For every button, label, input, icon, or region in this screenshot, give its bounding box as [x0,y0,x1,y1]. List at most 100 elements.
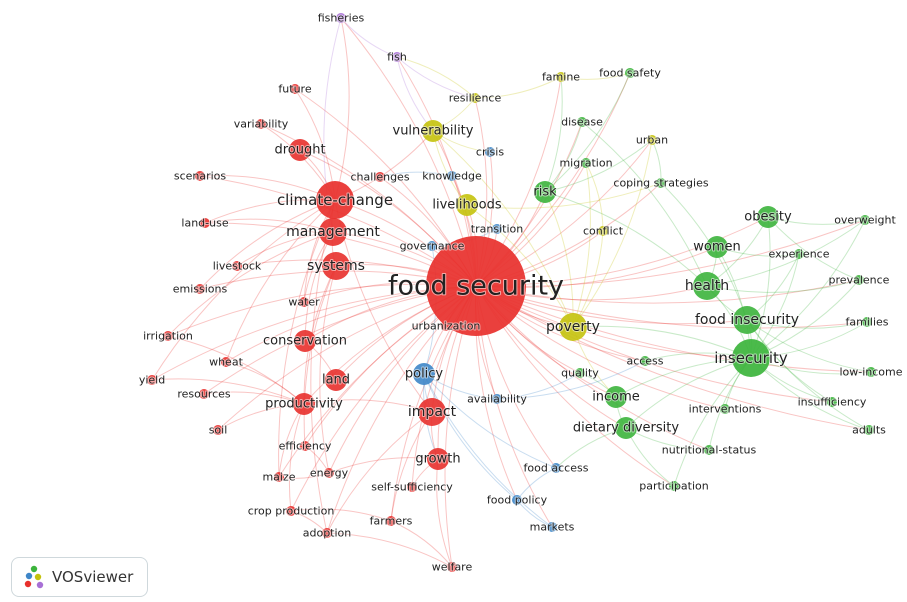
term-label-adoption[interactable]: adoption [302,526,353,541]
term-label-obesity[interactable]: obesity [743,209,793,226]
node-fisheries[interactable] [336,13,346,23]
term-label-systems[interactable]: systems [306,257,366,275]
term-label-food-policy[interactable]: food policy [486,493,549,508]
node-emissions[interactable] [195,284,205,294]
term-label-productivity[interactable]: productivity [264,396,344,413]
node-water[interactable] [299,297,309,307]
term-label-food-safety[interactable]: food safety [598,66,662,81]
term-label-markets[interactable]: markets [529,520,576,535]
term-label-fisheries[interactable]: fisheries [317,11,366,26]
term-label-nutritional-status[interactable]: nutritional-status [661,443,758,458]
node-health[interactable] [693,272,721,300]
term-label-water[interactable]: water [287,295,321,310]
term-label-women[interactable]: women [692,239,742,256]
node-families[interactable] [862,317,872,327]
node-food-security[interactable] [426,236,526,336]
node-scenarios[interactable] [195,171,205,181]
node-crisis[interactable] [485,147,495,157]
term-label-urbanization[interactable]: urbanization [411,319,482,334]
node-variability[interactable] [256,119,266,129]
node-growth[interactable] [427,448,449,470]
term-label-irrigation[interactable]: irrigation [142,329,194,344]
term-label-overweight[interactable]: overweight [833,213,897,228]
node-food-access[interactable] [551,463,561,473]
node-famine[interactable] [556,72,566,82]
term-label-crop-production[interactable]: crop production [247,504,336,519]
term-label-land-use[interactable]: land-use [180,216,229,231]
node-women[interactable] [706,236,728,258]
node-dietary-diversity[interactable] [615,417,637,439]
term-label-emissions[interactable]: emissions [172,282,229,297]
node-insecurity[interactable] [732,339,770,377]
node-wheat[interactable] [221,357,231,367]
term-label-famine[interactable]: famine [541,70,581,85]
node-fish[interactable] [392,52,402,62]
node-conservation[interactable] [294,330,316,352]
node-disease[interactable] [577,117,587,127]
term-label-food-access[interactable]: food access [523,461,590,476]
node-risk[interactable] [534,181,556,203]
node-energy[interactable] [324,468,334,478]
term-label-urban[interactable]: urban [635,133,669,148]
term-label-fish[interactable]: fish [386,50,408,65]
node-livestock[interactable] [232,261,242,271]
term-label-variability[interactable]: variability [233,117,290,132]
node-low-income[interactable] [866,367,876,377]
term-label-energy[interactable]: energy [309,466,350,481]
term-label-knowledge[interactable]: knowledge [421,169,483,184]
node-nutritional-status[interactable] [704,445,714,455]
node-governance[interactable] [427,241,437,251]
term-label-prevalence[interactable]: prevalence [828,273,891,288]
term-label-adults[interactable]: adults [851,423,887,438]
node-adoption[interactable] [322,528,332,538]
term-label-drought[interactable]: drought [273,142,326,159]
term-label-coping-strategies[interactable]: coping strategies [612,176,709,191]
term-label-livestock[interactable]: livestock [212,259,263,274]
node-adults[interactable] [864,425,874,435]
term-label-governance[interactable]: governance [399,239,466,254]
node-insufficiency[interactable] [827,397,837,407]
node-overweight[interactable] [860,215,870,225]
term-label-yield[interactable]: yield [138,373,166,388]
term-label-future[interactable]: future [277,82,312,97]
term-label-quality[interactable]: quality [560,366,600,381]
term-label-experience[interactable]: experience [768,247,831,262]
node-challenges[interactable] [375,172,385,182]
term-label-disease[interactable]: disease [560,115,604,130]
node-management[interactable] [319,218,347,246]
vosviewer-badge[interactable]: VOSviewer [11,557,149,597]
node-welfare[interactable] [447,562,457,572]
node-vulnerability[interactable] [422,120,444,142]
node-farmers[interactable] [386,516,396,526]
term-label-risk[interactable]: risk [532,184,558,201]
term-label-maize[interactable]: maize [261,470,296,485]
term-label-interventions[interactable]: interventions [688,402,763,417]
term-label-livelihoods[interactable]: livelihoods [431,197,503,214]
node-quality[interactable] [575,368,585,378]
node-drought[interactable] [289,139,311,161]
node-prevalence[interactable] [854,275,864,285]
term-label-income[interactable]: income [591,389,641,406]
term-label-poverty[interactable]: poverty [545,318,601,336]
term-label-resilience[interactable]: resilience [448,91,503,106]
node-food-insecurity[interactable] [733,306,761,334]
node-income[interactable] [605,386,627,408]
node-markets[interactable] [547,522,557,532]
term-label-climate-change[interactable]: climate-change [276,190,394,210]
term-label-insufficiency[interactable]: insufficiency [797,395,868,410]
term-label-families[interactable]: families [845,315,890,330]
term-label-transition[interactable]: transition [470,222,524,237]
node-poverty[interactable] [559,313,587,341]
node-systems[interactable] [322,252,350,280]
node-obesity[interactable] [757,206,779,228]
node-knowledge[interactable] [447,171,457,181]
node-urban[interactable] [647,135,657,145]
term-label-scenarios[interactable]: scenarios [173,169,228,184]
node-climate-change[interactable] [316,181,354,219]
node-crop-production[interactable] [286,506,296,516]
term-label-efficiency[interactable]: efficiency [278,439,333,454]
term-label-health[interactable]: health [684,277,730,295]
node-coping-strategies[interactable] [656,178,666,188]
node-resilience[interactable] [470,93,480,103]
